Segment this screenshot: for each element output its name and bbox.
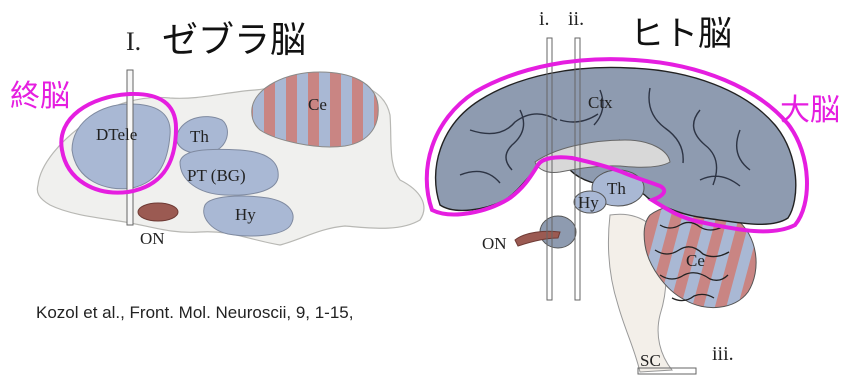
- citation-text: Kozol et al., Front. Mol. Neuroscii, 9, …: [36, 303, 353, 322]
- zebrafish-label-hy: Hy: [235, 205, 256, 224]
- zebrafish-label-dtele: DTele: [96, 125, 137, 144]
- section-label-iii: iii.: [712, 343, 734, 365]
- zebrafish-title-numeral: I.: [126, 27, 141, 56]
- human-label-sc: SC: [640, 351, 661, 370]
- telencephalon-label: 終脳: [10, 79, 70, 114]
- zebrafish-label-pt: PT (BG): [187, 166, 246, 185]
- zebrafish-label-th: Th: [190, 127, 209, 146]
- section-label-i: i.: [539, 8, 550, 30]
- human-brain-panel: [427, 38, 807, 374]
- human-label-ce: Ce: [686, 251, 705, 270]
- human-label-ctx: Ctx: [588, 93, 613, 112]
- human-title: ヒト脳: [630, 14, 732, 54]
- zebrafish-label-ce: Ce: [308, 95, 327, 114]
- zebrafish-dtele-region: [72, 104, 170, 189]
- section-label-ii: ii.: [568, 8, 584, 30]
- zebrafish-label-on: ON: [140, 229, 165, 248]
- zebrafish-brain-panel: [37, 70, 424, 245]
- human-label-on: ON: [482, 234, 507, 253]
- human-label-th: Th: [607, 179, 626, 198]
- zebrafish-title: ゼブラ脳: [162, 20, 306, 61]
- human-label-hy: Hy: [578, 193, 599, 212]
- cerebrum-label: 大脳: [780, 93, 840, 128]
- zebrafish-optic-nerve: [138, 203, 178, 221]
